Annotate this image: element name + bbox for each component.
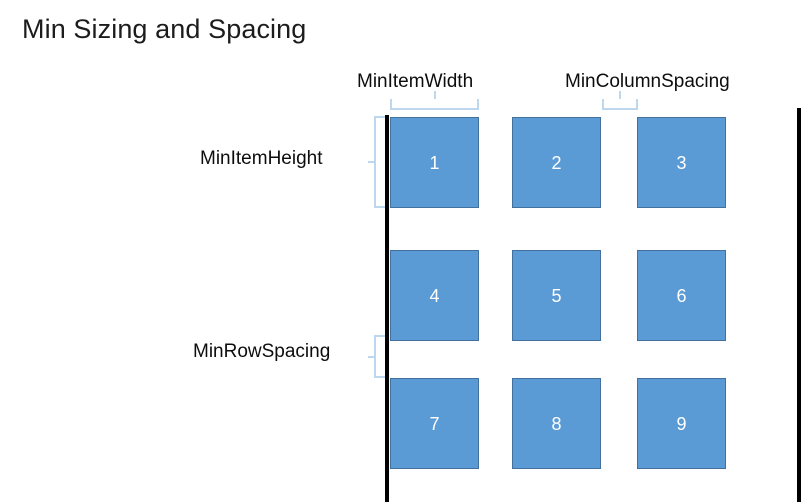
grid-item-6[interactable]: 6 xyxy=(637,250,726,341)
brace-min-row-spacing xyxy=(368,335,385,378)
grid-item-label: 6 xyxy=(676,285,687,306)
right-boundary-rail xyxy=(797,108,801,502)
grid-item-9[interactable]: 9 xyxy=(637,378,726,469)
grid-item-label: 4 xyxy=(429,285,440,306)
grid-item-4[interactable]: 4 xyxy=(390,250,479,341)
grid-item-label: 2 xyxy=(551,152,562,173)
grid-item-3[interactable]: 3 xyxy=(637,117,726,208)
brace-tick-icon xyxy=(433,91,436,99)
grid-item-label: 7 xyxy=(429,413,440,434)
page-title: Min Sizing and Spacing xyxy=(22,14,307,44)
grid-item-label: 3 xyxy=(676,152,687,173)
grid-item-8[interactable]: 8 xyxy=(512,378,601,469)
grid-item-5[interactable]: 5 xyxy=(512,250,601,341)
grid-item-label: 8 xyxy=(551,413,562,434)
brace-min-item-width xyxy=(390,91,479,110)
brace-min-item-height xyxy=(368,116,385,208)
label-min-item-width: MinItemWidth xyxy=(357,71,474,92)
grid-item-label: 1 xyxy=(429,152,440,173)
brace-tick-icon xyxy=(368,355,376,358)
grid-item-2[interactable]: 2 xyxy=(512,117,601,208)
grid-item-1[interactable]: 1 xyxy=(390,117,479,208)
grid-item-label: 5 xyxy=(551,285,562,306)
brace-min-column-spacing xyxy=(602,91,638,110)
label-min-item-height: MinItemHeight xyxy=(200,148,323,169)
label-min-column-spacing: MinColumnSpacing xyxy=(565,71,730,92)
label-min-row-spacing: MinRowSpacing xyxy=(193,341,331,362)
grid-item-7[interactable]: 7 xyxy=(390,378,479,469)
brace-tick-icon xyxy=(619,91,621,99)
brace-tick-icon xyxy=(368,161,376,163)
grid-item-label: 9 xyxy=(676,413,687,434)
left-boundary-rail xyxy=(385,115,389,502)
